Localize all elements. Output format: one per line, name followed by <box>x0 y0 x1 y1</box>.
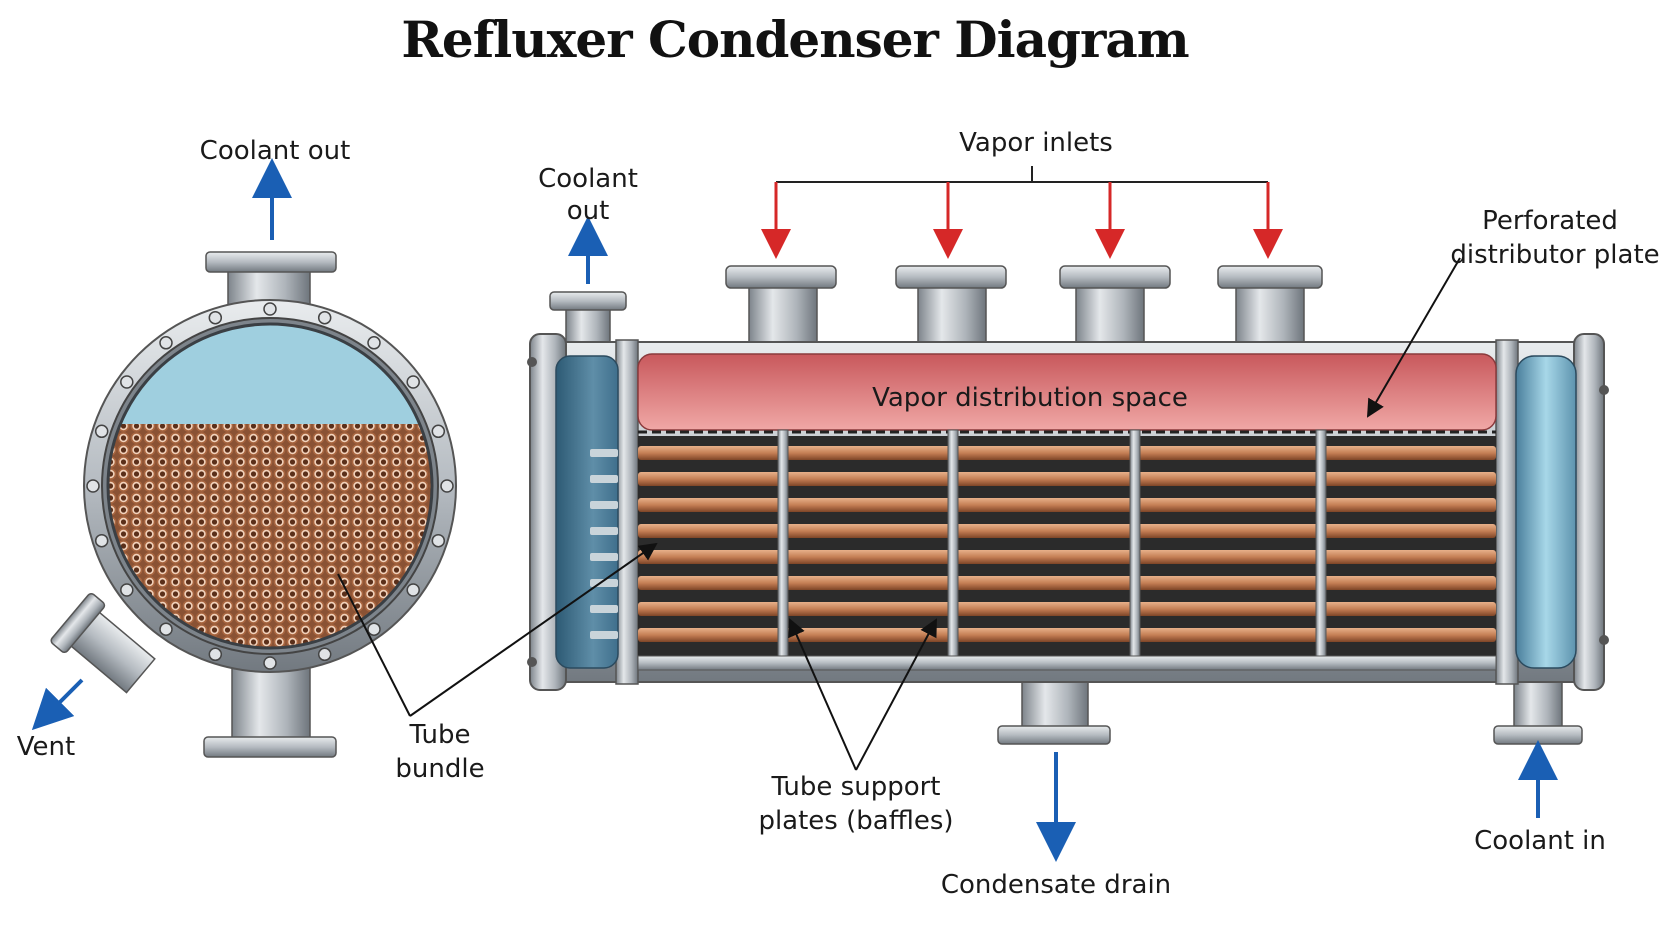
label-tube-bundle-line2: bundle <box>395 754 485 784</box>
flange-bolt <box>431 533 446 548</box>
tube <box>638 472 1496 486</box>
tube-stub <box>590 449 618 457</box>
tube-stub <box>590 605 618 613</box>
end-view-bolts <box>86 302 454 670</box>
tube-stub <box>590 501 618 509</box>
label-support-line2: plates (baffles) <box>758 806 954 836</box>
label-perforated-line2: distributor plate <box>1450 240 1660 270</box>
tube <box>638 446 1496 460</box>
flange-bolt <box>406 583 420 597</box>
baffle-plate <box>1129 429 1141 659</box>
baffle-plate <box>777 429 789 659</box>
flange-bolt <box>263 302 277 316</box>
end-view-vent-nozzle <box>50 592 156 694</box>
vapor-space-label: Vapor distribution space <box>872 383 1188 413</box>
tube <box>638 550 1496 564</box>
flange-bolt <box>317 647 332 662</box>
flange-bolt <box>263 656 277 670</box>
label-vapor-inlets: Vapor inlets <box>959 128 1113 158</box>
end-view <box>50 251 457 758</box>
tube-stub <box>590 527 618 535</box>
flange-bolt <box>94 424 109 439</box>
vapor-inlet-arrows <box>761 166 1283 259</box>
flange-bolt <box>86 479 100 493</box>
flange-bolt <box>208 647 223 662</box>
baffle-plate <box>947 429 959 659</box>
tube-bundle-tubes <box>638 446 1496 642</box>
left-coolant-channel <box>555 355 619 669</box>
label-coolant-out-right-line2: out <box>566 196 610 226</box>
end-view-bottom-nozzle <box>203 659 337 758</box>
tube-region <box>638 436 1496 658</box>
diagram-title: Refluxer Condenser Diagram <box>401 10 1189 69</box>
label-tube-bundle-line1: Tube <box>409 720 471 750</box>
flange-bolt <box>159 336 173 350</box>
right-head-flange <box>1573 333 1605 691</box>
label-perforated-line1: Perforated <box>1482 206 1618 236</box>
tube <box>638 576 1496 590</box>
flange-bolt <box>120 375 134 389</box>
tube <box>638 498 1496 512</box>
label-condensate-drain: Condensate drain <box>940 870 1172 900</box>
label-coolant-in: Coolant in <box>1474 826 1606 856</box>
side-view <box>527 265 1609 745</box>
tube-stub <box>590 631 618 639</box>
right-tube-sheet <box>1495 339 1519 685</box>
arrow-vent <box>31 678 84 731</box>
tube <box>638 524 1496 538</box>
tube-stub <box>590 475 618 483</box>
flange-bolt <box>208 310 223 325</box>
tube-stub <box>590 553 618 561</box>
label-support-line1: Tube support <box>771 772 941 802</box>
flange-bolt <box>159 622 173 636</box>
left-tube-sheet <box>615 339 639 685</box>
vapor-inlet-nozzles <box>725 265 1323 355</box>
coolant-in-nozzle <box>1493 675 1583 745</box>
flange-bolt <box>367 622 381 636</box>
baffle-plate <box>1315 429 1327 659</box>
label-coolant-out-right-line1: Coolant <box>538 164 638 194</box>
right-coolant-channel <box>1515 355 1577 669</box>
tube <box>638 602 1496 616</box>
leader-lines <box>337 257 1461 771</box>
flange-bolt <box>367 336 381 350</box>
flange-bolt <box>94 533 109 548</box>
flow-arrows <box>31 158 1558 862</box>
tube <box>638 628 1496 642</box>
flange-bolt <box>120 583 134 597</box>
tube-stubs <box>590 449 618 639</box>
flange-bolt <box>431 424 446 439</box>
label-coolant-out-left: Coolant out <box>199 136 351 166</box>
vapor-distribution-space <box>637 353 1497 431</box>
flange-bolt <box>317 310 332 325</box>
flange-bolt <box>406 375 420 389</box>
label-vent: Vent <box>16 732 76 762</box>
flange-bolt <box>440 479 454 493</box>
